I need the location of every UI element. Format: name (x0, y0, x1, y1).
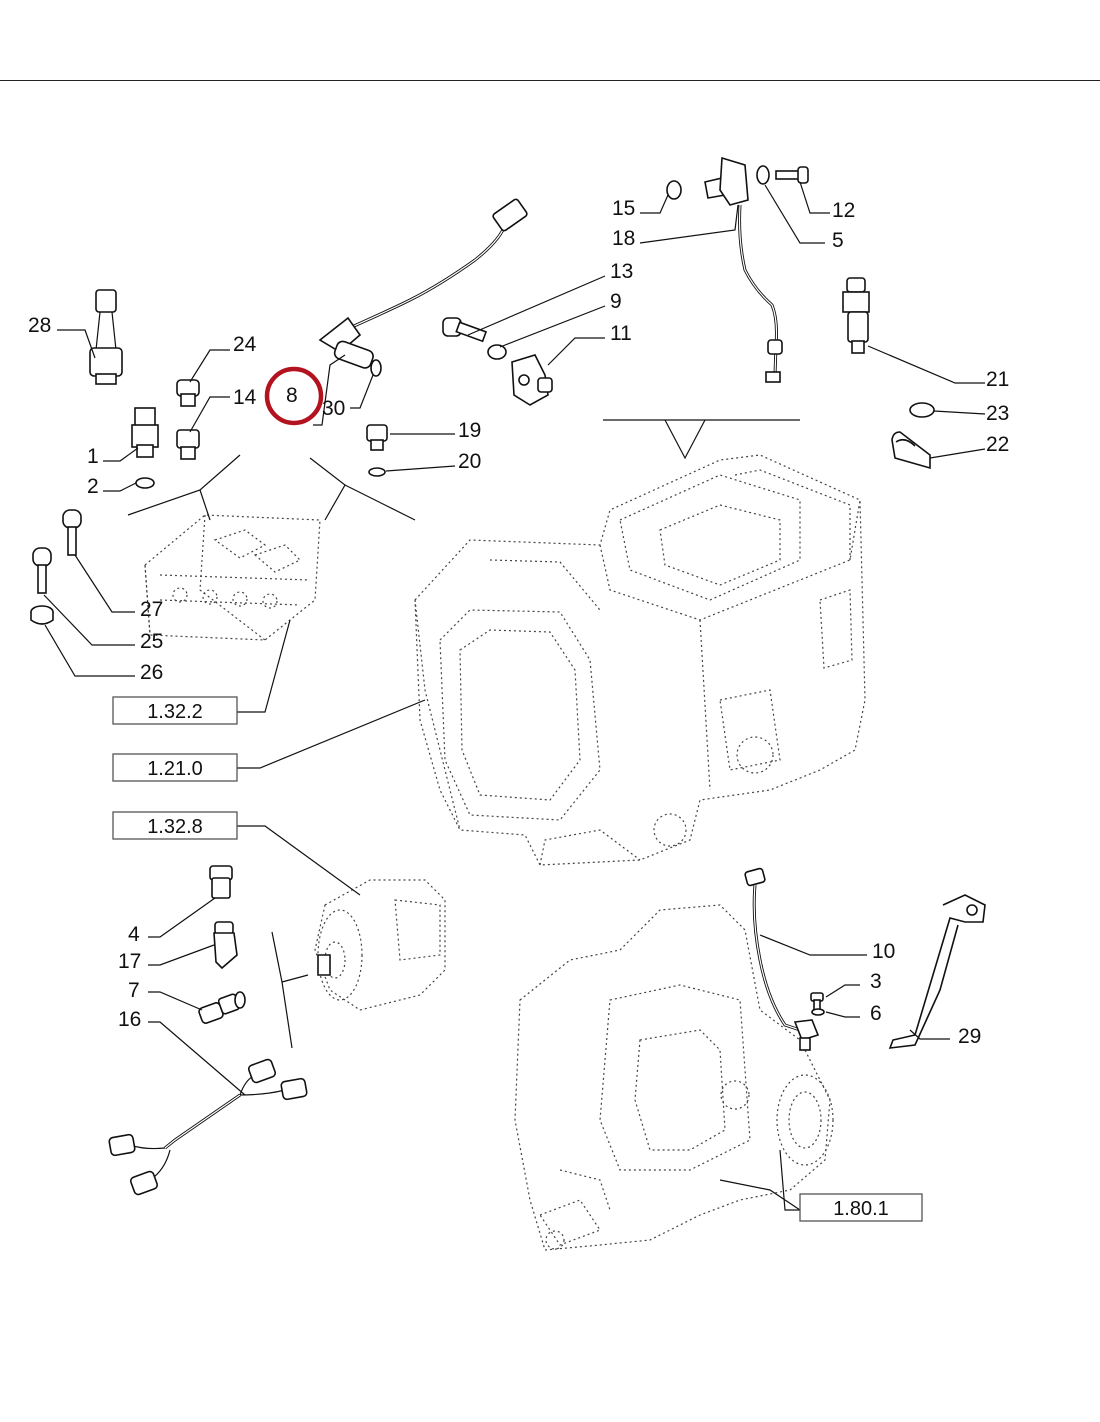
callout-2: 2 (87, 475, 99, 498)
reference-box-1-32-2[interactable]: 1.32.2 (112, 696, 238, 725)
callout-10: 10 (872, 940, 895, 963)
callout-26: 26 (140, 661, 163, 684)
callout-27: 27 (140, 598, 163, 621)
part-2-washer (135, 477, 155, 489)
part-9-washer (487, 344, 507, 360)
part-30-o-ring (370, 359, 382, 377)
callout-12: 12 (832, 199, 855, 222)
part-14-plug (176, 429, 200, 460)
callout-19: 19 (458, 419, 481, 442)
callout-13: 13 (610, 260, 633, 283)
part-17-plug (213, 921, 238, 970)
part-20-seal (368, 467, 386, 477)
reference-box-1-21-0[interactable]: 1.21.0 (112, 753, 238, 782)
part-10-sensor (744, 867, 820, 1051)
callout-14: 14 (233, 386, 257, 409)
header-divider (0, 80, 1100, 81)
part-23-o-ring (909, 402, 935, 418)
callout-23: 23 (986, 402, 1009, 425)
part-1-sensor (131, 407, 159, 458)
assembly-brackets (127, 419, 800, 1049)
callout-21: 21 (986, 368, 1009, 391)
callout-6: 6 (870, 1002, 882, 1025)
part-13-screw (442, 317, 488, 343)
part-7-sensor (198, 991, 246, 1024)
part-29-bracket (888, 894, 986, 1049)
callout-22: 22 (986, 433, 1009, 456)
part-8-speed-sensor (318, 198, 528, 369)
part-4-plug (209, 865, 233, 899)
callout-11: 11 (610, 322, 632, 345)
part-27-bolt (62, 509, 82, 556)
valve-block (144, 514, 321, 641)
callout-29: 29 (958, 1025, 981, 1048)
callout-4: 4 (128, 923, 140, 946)
reference-label-1-21-0: 1.21.0 (147, 758, 203, 780)
rear-housing (514, 904, 834, 1251)
leader-lines (43, 181, 986, 1211)
part-26-spacer (30, 605, 54, 625)
callout-16: 16 (118, 1008, 141, 1031)
callout-28: 28 (28, 314, 51, 337)
transmission-housing (414, 454, 866, 866)
part-28-switch (89, 289, 123, 385)
callout-15: 15 (612, 197, 635, 220)
pump-assembly (314, 879, 446, 1011)
reference-label-1-32-2: 1.32.2 (147, 701, 203, 723)
part-6-washer (811, 1008, 825, 1016)
part-22-clamp (891, 431, 931, 470)
callout-20: 20 (458, 450, 481, 473)
part-18-sensor (704, 156, 783, 383)
part-15-o-ring (666, 180, 682, 200)
callout-24: 24 (233, 333, 257, 356)
callout-30: 30 (322, 397, 345, 420)
callout-5: 5 (832, 229, 844, 252)
part-25-bolt (32, 547, 52, 594)
part-3-bolt (810, 992, 824, 1011)
callout-9: 9 (610, 290, 622, 313)
callout-1: 1 (87, 445, 99, 468)
part-21-sender (842, 277, 870, 354)
callout-8: 8 (286, 384, 298, 407)
part-11-bracket (511, 354, 553, 406)
callout-7: 7 (128, 979, 140, 1002)
callout-labels: 15 18 12 5 13 9 11 28 24 14 8 30 19 20 1… (28, 197, 1009, 1048)
reference-box-1-80-1[interactable]: 1.80.1 (799, 1193, 923, 1222)
callout-18: 18 (612, 227, 635, 250)
part-24-plug (176, 379, 200, 407)
callout-17: 17 (118, 950, 141, 973)
part-5-washer (756, 165, 770, 185)
callout-3: 3 (870, 970, 882, 993)
reference-box-1-32-8[interactable]: 1.32.8 (112, 811, 238, 840)
reference-label-1-32-8: 1.32.8 (147, 816, 203, 838)
part-19-plug (366, 424, 388, 451)
reference-label-1-80-1: 1.80.1 (833, 1198, 889, 1220)
highlight-ring (264, 366, 324, 426)
callout-25: 25 (140, 630, 163, 653)
part-12-screw (775, 166, 809, 184)
part-16-harness (108, 1058, 308, 1196)
